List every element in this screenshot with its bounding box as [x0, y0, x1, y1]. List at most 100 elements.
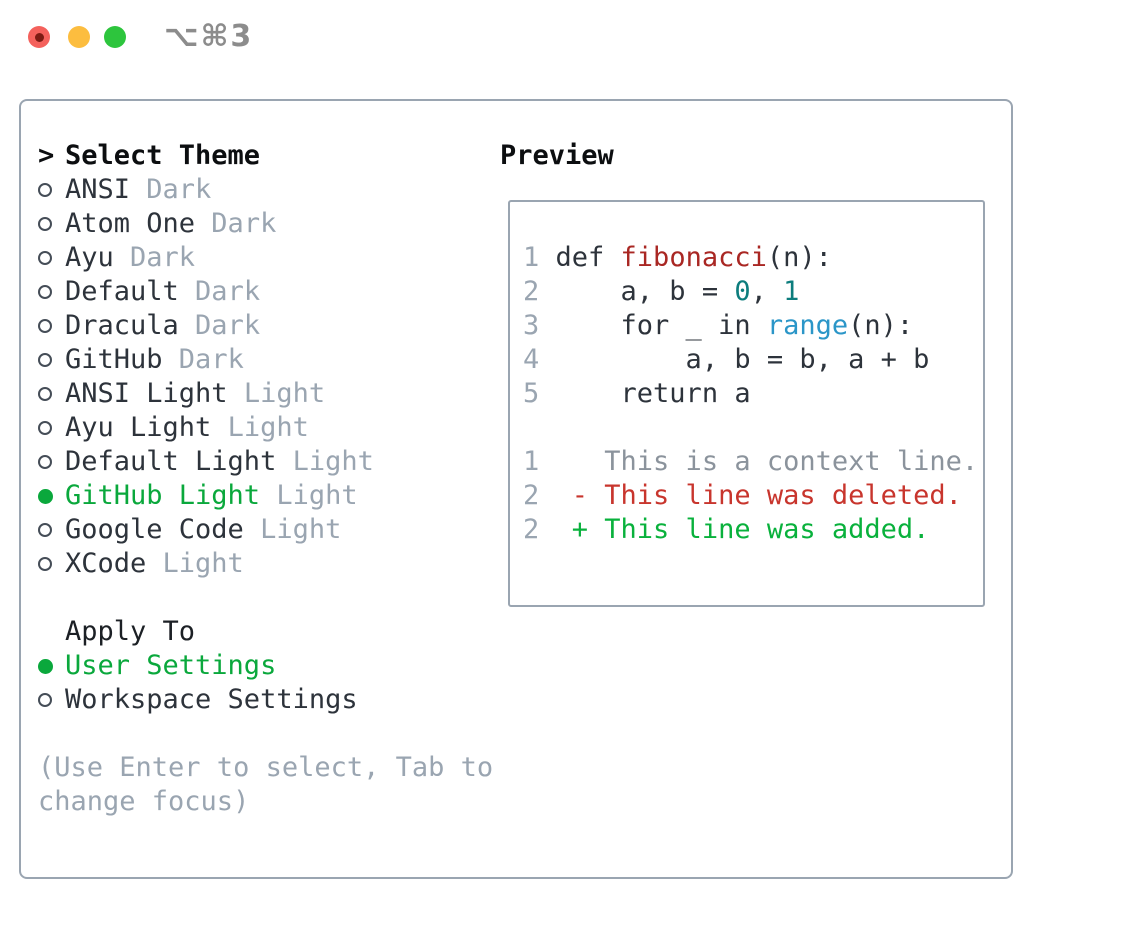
theme-variant-tag: Light — [211, 412, 309, 443]
radio-selected-icon — [38, 488, 53, 504]
line-number: 2 — [523, 480, 556, 511]
marker-slot — [38, 183, 65, 197]
code-token: a, b = — [555, 276, 735, 307]
theme-option-atom-one[interactable]: Atom One Dark — [38, 207, 493, 241]
marker-slot — [38, 488, 65, 504]
line-number: 2 — [523, 276, 556, 307]
code-token: + This line was added. — [555, 514, 930, 545]
theme-name: ANSI Light — [65, 378, 228, 409]
theme-variant-tag: Light — [227, 378, 326, 409]
radio-icon — [38, 285, 52, 299]
theme-option-ansi-light[interactable]: ANSI Light Light — [38, 377, 493, 411]
preview-title: Preview — [500, 140, 614, 171]
radio-icon — [38, 251, 52, 265]
marker-slot — [38, 319, 65, 333]
line-number: 2 — [523, 514, 556, 545]
theme-variant-tag: Dark — [130, 174, 212, 205]
code-token: return a — [555, 378, 751, 409]
radio-icon — [38, 387, 52, 401]
radio-icon — [38, 353, 52, 367]
line-number: 1 — [523, 242, 556, 273]
marker-slot — [38, 693, 65, 707]
prompt-arrow-icon: > — [38, 140, 55, 171]
theme-option-github-light[interactable]: GitHub Light Light — [38, 479, 493, 513]
blank-line — [523, 411, 983, 445]
line-number: 4 — [523, 344, 556, 375]
theme-option-default[interactable]: Default Dark — [38, 275, 493, 309]
select-theme-header: > Select Theme — [38, 139, 493, 173]
theme-name: GitHub — [65, 344, 163, 375]
close-button[interactable] — [28, 26, 50, 48]
window-title-shortcut: ⌥⌘3 — [164, 19, 254, 54]
theme-variant-tag: Dark — [162, 344, 244, 375]
theme-name: ANSI — [65, 174, 131, 205]
unsaved-dot-icon — [34, 32, 44, 42]
minimize-button[interactable] — [68, 26, 90, 48]
diff-added-line: 2 + This line was added. — [523, 513, 983, 547]
zoom-button[interactable] — [104, 26, 126, 48]
theme-option-ayu[interactable]: Ayu Dark — [38, 241, 493, 275]
theme-option-dracula[interactable]: Dracula Dark — [38, 309, 493, 343]
code-token: 0 — [734, 276, 751, 307]
hint-text: change focus) — [38, 786, 250, 817]
marker-slot — [38, 387, 65, 401]
theme-option-ayu-light[interactable]: Ayu Light Light — [38, 411, 493, 445]
theme-name: Dracula — [65, 310, 179, 341]
code-token: fibonacci — [620, 242, 767, 273]
theme-variant-tag: Dark — [178, 276, 261, 307]
theme-name: GitHub Light — [65, 480, 261, 511]
theme-option-google-code[interactable]: Google Code Light — [38, 513, 493, 547]
theme-option-xcode[interactable]: XCode Light — [38, 547, 493, 581]
line-number: 3 — [523, 310, 556, 341]
marker-slot: > — [38, 139, 65, 173]
marker-slot — [38, 557, 65, 571]
theme-name: Default — [65, 276, 179, 307]
spacer — [38, 717, 493, 751]
radio-icon — [38, 183, 52, 197]
code-line-4: 4 a, b = b, a + b — [523, 343, 983, 377]
hint-text-line-1: (Use Enter to select, Tab to — [38, 751, 493, 785]
hint-text-line-2: change focus) — [38, 785, 493, 819]
theme-option-github[interactable]: GitHub Dark — [38, 343, 493, 377]
apply-to-header: Apply To — [38, 615, 493, 649]
apply-option-user-settings[interactable]: User Settings — [38, 649, 493, 683]
spacer — [38, 581, 493, 615]
diff-deleted-line: 2 - This line was deleted. — [523, 479, 983, 513]
code-token: , — [750, 276, 784, 307]
code-token: (n): — [848, 310, 914, 341]
radio-icon — [38, 421, 52, 435]
theme-name: Ayu — [65, 242, 114, 273]
code-token: range — [766, 310, 849, 341]
code-line-1: 1 def fibonacci(n): — [523, 241, 983, 275]
theme-name: Atom One — [65, 208, 196, 239]
code-line-5: 5 return a — [523, 377, 983, 411]
radio-icon — [38, 455, 52, 469]
theme-name: XCode — [65, 548, 147, 579]
theme-name: Default Light — [65, 446, 277, 477]
code-token: 1 — [783, 276, 800, 307]
code-line-2: 2 a, b = 0, 1 — [523, 275, 983, 309]
theme-option-default-light[interactable]: Default Light Light — [38, 445, 493, 479]
theme-variant-tag: Dark — [195, 208, 277, 239]
theme-name: Ayu Light — [65, 412, 212, 443]
radio-icon — [38, 319, 52, 333]
marker-slot — [38, 353, 65, 367]
code-token: def — [555, 242, 621, 273]
marker-slot — [38, 455, 65, 469]
marker-slot — [38, 251, 65, 265]
radio-icon — [38, 523, 52, 537]
code-token: This is a context line. — [555, 446, 979, 477]
code-token: - This line was deleted. — [555, 480, 962, 511]
apply-option-label: User Settings — [65, 650, 277, 681]
code-token: a, b = b, a + b — [555, 344, 930, 375]
marker-slot — [38, 217, 65, 231]
select-theme-header-label: Select Theme — [65, 140, 261, 171]
theme-option-ansi[interactable]: ANSI Dark — [38, 173, 493, 207]
code-token: for _ in — [555, 310, 767, 341]
code-token: (n): — [766, 242, 832, 273]
apply-option-workspace-settings[interactable]: Workspace Settings — [38, 683, 493, 717]
marker-slot — [38, 421, 65, 435]
